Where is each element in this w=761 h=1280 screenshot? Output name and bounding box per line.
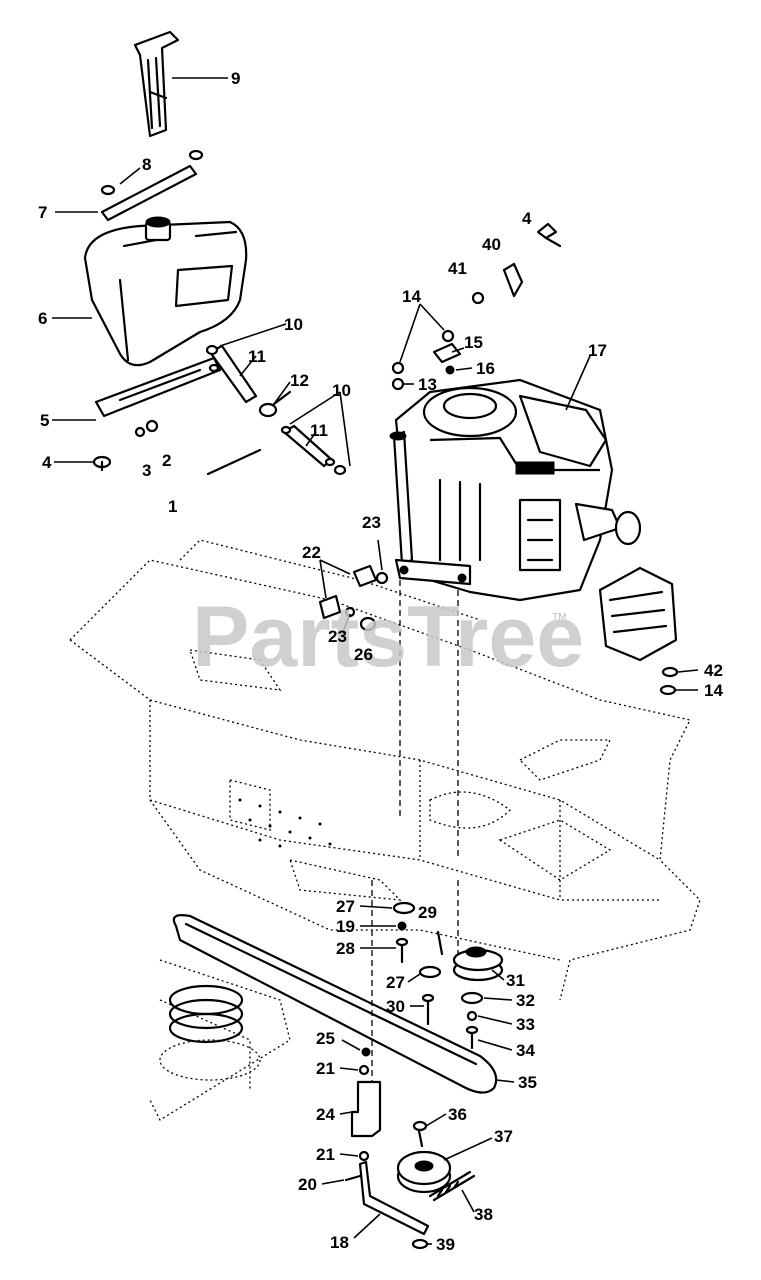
callout-16: 16 — [476, 359, 495, 378]
fuel-tank — [83, 216, 248, 367]
engine-pulley — [452, 946, 504, 1050]
leader-lines — [52, 77, 699, 1245]
alignment-lines — [371, 580, 459, 1120]
callout-40: 40 — [482, 235, 501, 254]
tank-strap — [100, 149, 204, 222]
idler-bracket — [350, 1047, 382, 1162]
callout-15: 15 — [464, 333, 483, 352]
callout-1: 1 — [168, 497, 177, 516]
engine — [389, 378, 642, 602]
watermark: PartsTree — [192, 589, 584, 685]
callout-9: 9 — [231, 69, 240, 88]
drive-belt — [172, 914, 498, 1094]
callout-37: 37 — [494, 1127, 513, 1146]
callout-4: 4 — [42, 453, 52, 472]
callout-32: 32 — [516, 991, 535, 1010]
callout-38: 38 — [474, 1205, 493, 1224]
callout-22: 22 — [302, 543, 321, 562]
callout-23: 23 — [328, 627, 347, 646]
callout-10: 10 — [332, 381, 351, 400]
callout-labels: 9 8 7 6 10 11 12 10 11 5 4 3 2 1 4 40 41… — [38, 69, 723, 1254]
mount-blocks — [318, 564, 389, 632]
callout-21: 21 — [316, 1059, 335, 1078]
callout-3: 3 — [142, 461, 151, 480]
callout-42: 42 — [704, 661, 723, 680]
callout-28: 28 — [336, 939, 355, 958]
callout-8: 8 — [142, 155, 151, 174]
pin — [206, 448, 262, 476]
watermark-tm: TM — [552, 612, 566, 623]
callout-30: 30 — [386, 997, 405, 1016]
callout-21: 21 — [316, 1145, 335, 1164]
callout-14: 14 — [402, 287, 421, 306]
drive-belt-inner — [184, 922, 478, 1066]
starter-motor — [598, 566, 679, 696]
callout-20: 20 — [298, 1175, 317, 1194]
fuel-line — [205, 344, 347, 476]
tank-bracket — [92, 356, 222, 472]
callout-6: 6 — [38, 309, 47, 328]
drive-hardware — [392, 901, 444, 1026]
callout-7: 7 — [38, 203, 47, 222]
callout-11: 11 — [248, 347, 266, 366]
callout-23: 23 — [362, 513, 381, 532]
callout-26: 26 — [354, 645, 373, 664]
callout-39: 39 — [436, 1235, 455, 1254]
idler-arm — [344, 1120, 476, 1250]
callout-31: 31 — [506, 971, 525, 990]
callout-4: 4 — [522, 209, 532, 228]
mower-pulley — [159, 984, 261, 1081]
callout-34: 34 — [516, 1041, 535, 1060]
callout-17: 17 — [588, 341, 607, 360]
callout-29: 29 — [418, 903, 437, 922]
dipstick-tube — [133, 30, 180, 138]
callout-33: 33 — [516, 1015, 535, 1034]
callout-41: 41 — [448, 259, 467, 278]
callout-18: 18 — [330, 1233, 349, 1252]
callout-2: 2 — [162, 451, 171, 470]
callout-25: 25 — [316, 1029, 335, 1048]
callout-35: 35 — [518, 1073, 537, 1092]
callout-27: 27 — [386, 973, 405, 992]
frame-outline — [69, 539, 701, 1121]
callout-24: 24 — [316, 1105, 335, 1124]
callout-14: 14 — [704, 681, 723, 700]
callout-36: 36 — [448, 1105, 467, 1124]
callout-10: 10 — [284, 315, 303, 334]
callout-5: 5 — [40, 411, 49, 430]
callout-13: 13 — [418, 375, 437, 394]
engine-hardware — [391, 222, 562, 391]
callout-19: 19 — [336, 917, 355, 936]
callout-11: 11 — [310, 421, 328, 440]
callout-27: 27 — [336, 897, 355, 916]
callout-12: 12 — [290, 371, 309, 390]
